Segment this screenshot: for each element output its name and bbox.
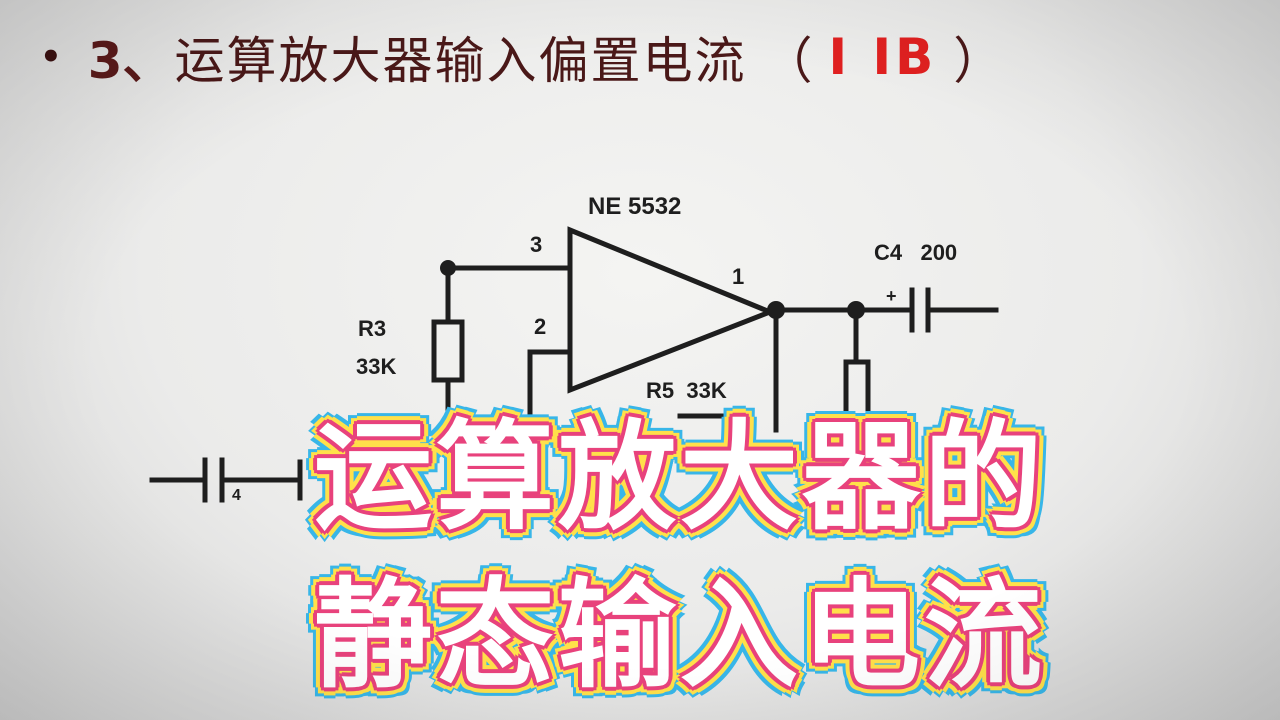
caption-line-1: 运算放大器的 [0,412,1280,542]
node-pin3 [440,260,456,276]
caption-line-1-text: 运算放大器的 [313,408,1046,546]
heading-symbol: I IB [828,28,938,86]
r3-value-label: 33K [356,354,396,379]
pin3-label: 3 [530,232,542,257]
resistor-load [843,359,871,425]
node-output [767,301,785,319]
c4-label: C4 200 [874,240,957,265]
caption-line-2: 静态输入电流 [0,570,1280,700]
bullet-marker: • [40,37,62,77]
resistor-r3 [431,319,465,383]
r3-name-label: R3 [358,316,386,341]
heading-paren-close: ） [953,32,1004,90]
caption-line-2-text: 静态输入电流 [313,566,1046,704]
cin-label: 4 [232,487,241,504]
heading-title: 运算放大器输入偏置电流 [174,32,747,90]
heading-number: 3、 [87,32,173,90]
node-load [847,301,865,319]
r5-label: R5 33K [646,378,727,403]
slide-heading: • 3、 运算放大器输入偏置电流 （ I IB ） [40,22,1019,92]
pin1-label: 1 [732,264,744,289]
c4-plus-label: + [886,286,897,306]
pin2-label: 2 [534,314,546,339]
opamp-label: NE 5532 [588,193,681,220]
heading-paren-open: （ [762,32,813,90]
opamp-symbol [567,226,777,394]
